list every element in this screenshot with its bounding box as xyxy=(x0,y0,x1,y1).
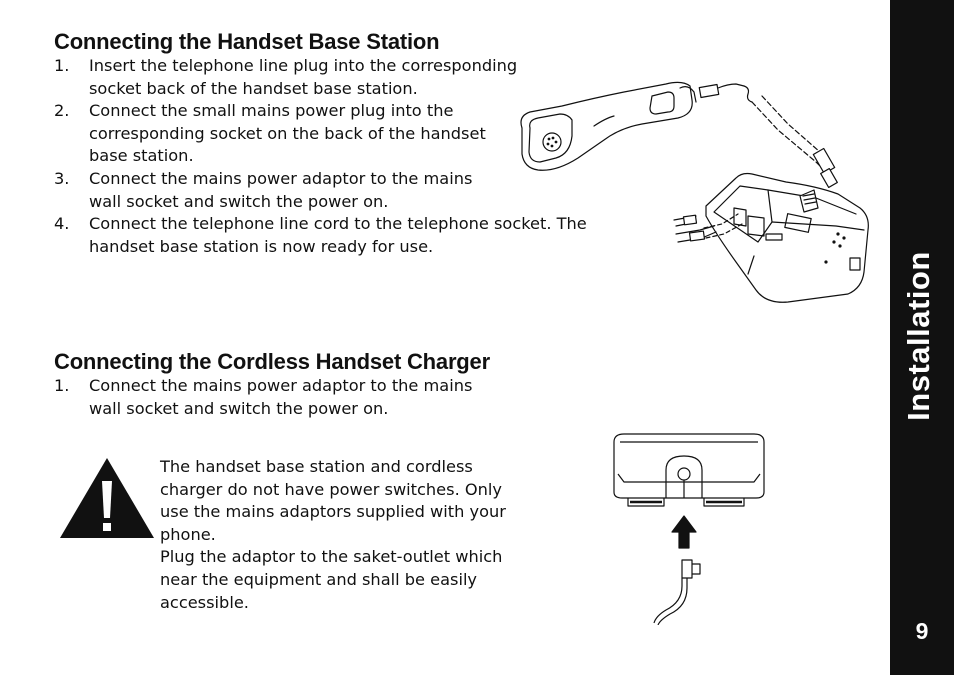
step-text: Insert the telephone line plug into the … xyxy=(89,56,518,98)
step-number: 3. xyxy=(54,168,70,188)
step-text: Connect the small mains power plug into … xyxy=(89,101,486,166)
charger-steps: 1. Connect the mains power adaptor to th… xyxy=(54,375,524,420)
step-text: Connect the mains power adaptor to the m… xyxy=(89,376,473,418)
page-number: 9 xyxy=(915,618,929,644)
list-item: 1. Insert the telephone line plug into t… xyxy=(54,55,519,100)
list-item: 4. Connect the telephone line cord to th… xyxy=(54,213,589,258)
section-label: Installation xyxy=(901,251,936,421)
step-number: 2. xyxy=(54,101,70,121)
step-text: Connect the mains power adaptor to the m… xyxy=(89,168,473,211)
charger-illustration xyxy=(613,433,765,625)
step-number: 4. xyxy=(54,214,70,234)
step-number: 1. xyxy=(54,56,70,75)
base-station-steps: 1. Insert the telephone line plug into t… xyxy=(54,55,594,258)
caution-text: The handset base station and cordless ch… xyxy=(160,457,506,544)
step-number: 1. xyxy=(54,376,70,395)
list-item: 3. Connect the mains power adaptor to th… xyxy=(54,168,509,213)
section-title-charger: Connecting the Cordless Handset Charger xyxy=(54,349,490,374)
base-station-illustration xyxy=(520,81,869,303)
list-item: 1. Connect the mains power adaptor to th… xyxy=(54,375,509,420)
step-text: Connect the telephone line cord to the t… xyxy=(89,214,587,256)
warning-icon xyxy=(60,458,154,538)
list-item: 2. Connect the small mains power plug in… xyxy=(54,100,519,168)
section-title-base-station: Connecting the Handset Base Station xyxy=(54,29,440,54)
caution-note: The handset base station and cordless ch… xyxy=(160,456,510,614)
section-sidebar xyxy=(890,0,954,675)
caution-text-accessibility: Plug the adaptor to the saket-outlet whi… xyxy=(160,547,503,612)
